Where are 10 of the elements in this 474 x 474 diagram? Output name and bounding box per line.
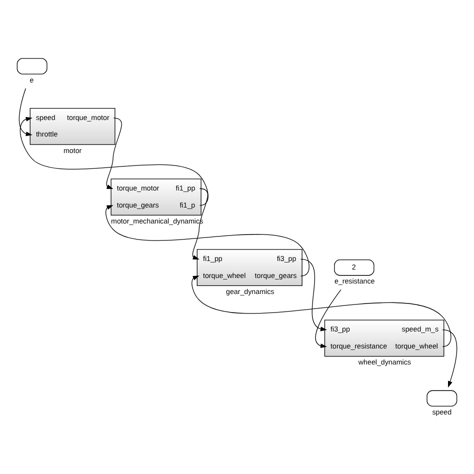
arrow	[300, 258, 327, 331]
arrow	[20, 116, 208, 206]
node-oval	[426, 390, 458, 406]
arrow	[192, 188, 208, 260]
arrow	[192, 275, 452, 346]
arrow	[106, 204, 310, 276]
arrow	[18, 88, 32, 136]
arrow	[315, 288, 342, 348]
node-oval	[16, 58, 48, 74]
arrow	[442, 328, 458, 388]
